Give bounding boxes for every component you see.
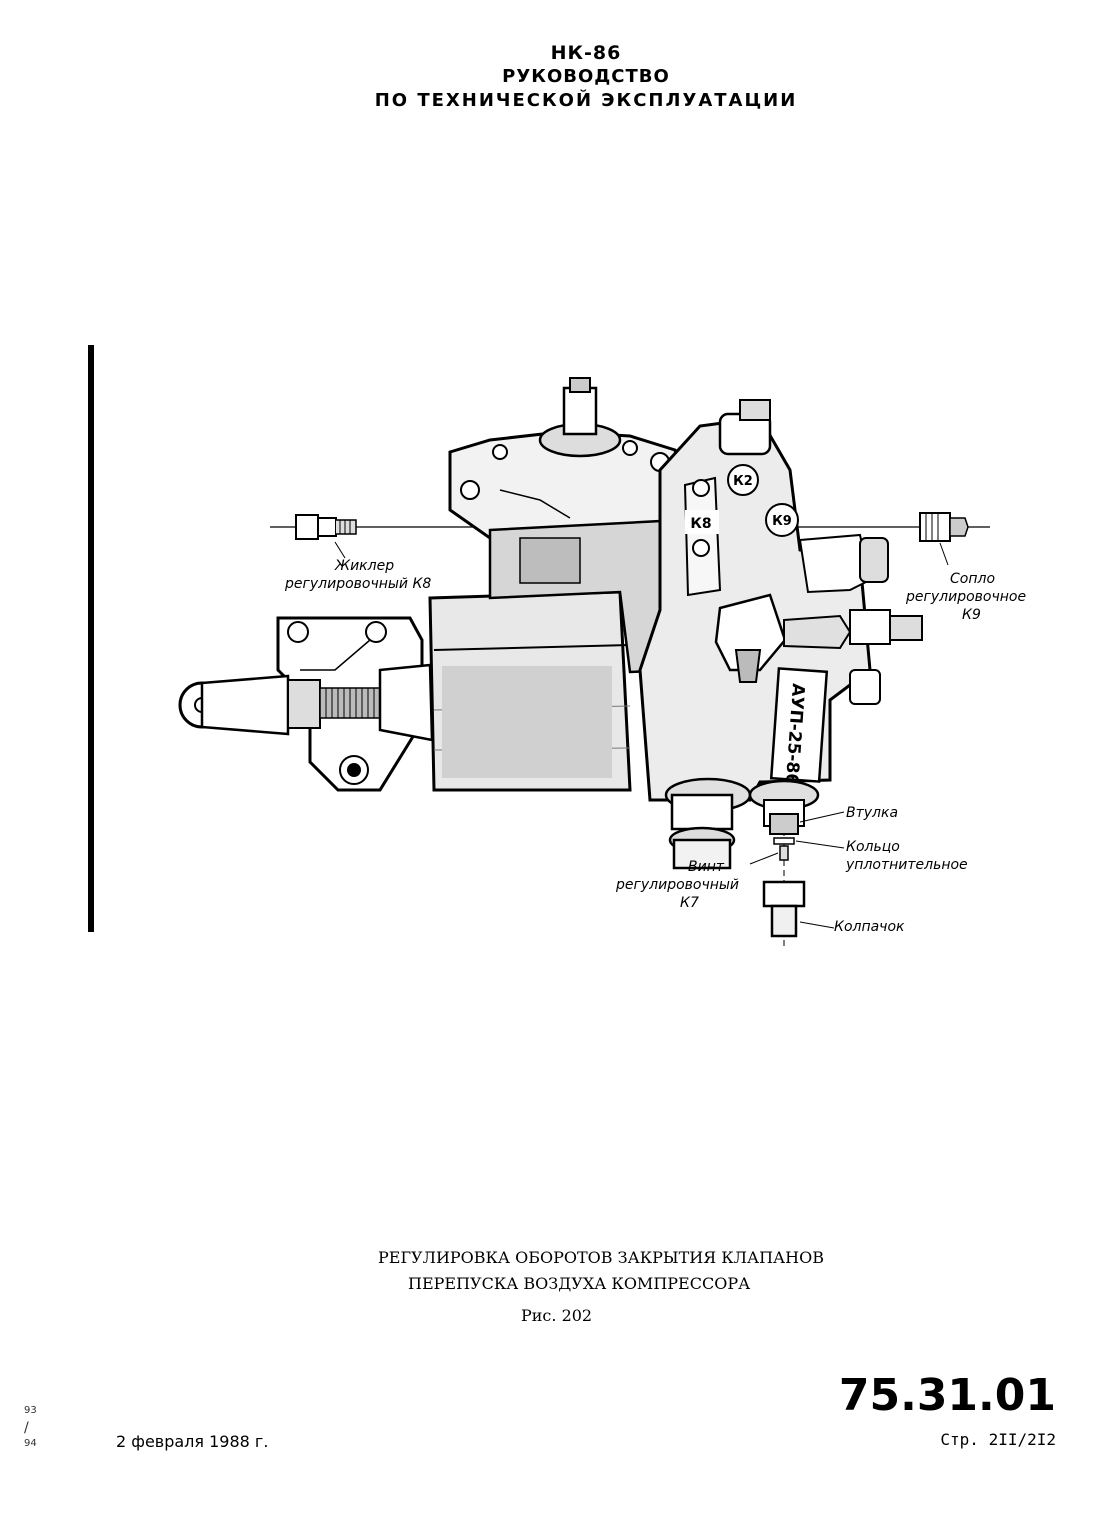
caption-line-2: ПЕРЕПУСКА ВОЗДУХА КОМПРЕССОРА [408,1274,751,1293]
edge-mark-top: 93 [24,1405,37,1416]
callout-screw-title: Винт [688,859,725,875]
screw-part [749,845,789,865]
callout-ring-desc: уплотнительное [846,857,968,873]
edge-mark-bottom: 94 [24,1438,37,1449]
callout-screw-desc: регулировочный [616,877,740,893]
page-number: Стр. 2II/2I2 [940,1430,1056,1449]
stamp-k2: К2 [727,464,759,496]
valve-block: АУП-25-86 [638,399,923,802]
caption-line-1: РЕГУЛИРОВКА ОБОРОТОВ ЗАКРЫТИЯ КЛАПАНОВ [378,1248,824,1267]
adjusting-rod [178,663,434,742]
center-block [488,518,682,674]
manual-subtitle: ПО ТЕХНИЧЕСКОЙ ЭКСПЛУАТАЦИИ [374,90,798,111]
stamp-k9-label: К9 [772,514,792,529]
document-number: 75.31.01 [838,1370,1056,1421]
stamp-k8: К8 [685,510,719,534]
callout-cap: Колпачок [834,919,905,935]
callout-ring-title: Кольцо [846,839,900,855]
bushing-part [769,811,845,835]
callout-jet-title: Жиклер [335,558,395,574]
stamp-k9: К9 [765,503,799,537]
manual-title: РУКОВОДСТВО [502,66,670,87]
callout-screw-code: К7 [680,895,699,911]
jet-part [295,514,357,559]
callout-nozzle-code: К9 [962,607,981,623]
edge-slash: / [24,1420,29,1436]
callout-nozzle-desc: регулировочное [906,589,1027,605]
callout-jet-desc: регулировочный К8 [285,576,432,592]
bottom-plug-left [664,777,752,870]
cap-part [762,880,835,938]
nozzle-part [919,512,969,566]
main-housing [428,590,632,792]
ring-part [773,837,845,849]
callout-nozzle-title: Сопло [950,571,996,587]
regulator-illustration: АУП-25-86 К2 К8 К9 [178,377,990,948]
callout-bushing: Втулка [846,805,899,821]
revision-date: 2 февраля 1988 г. [116,1432,269,1451]
revision-bar [88,345,94,932]
figure-number: Рис. 202 [521,1306,593,1325]
stamp-k2-label: К2 [733,474,753,489]
manual-model: НК-86 [550,42,622,64]
stamp-k8-label: К8 [690,516,711,532]
upper-cover [448,377,687,542]
